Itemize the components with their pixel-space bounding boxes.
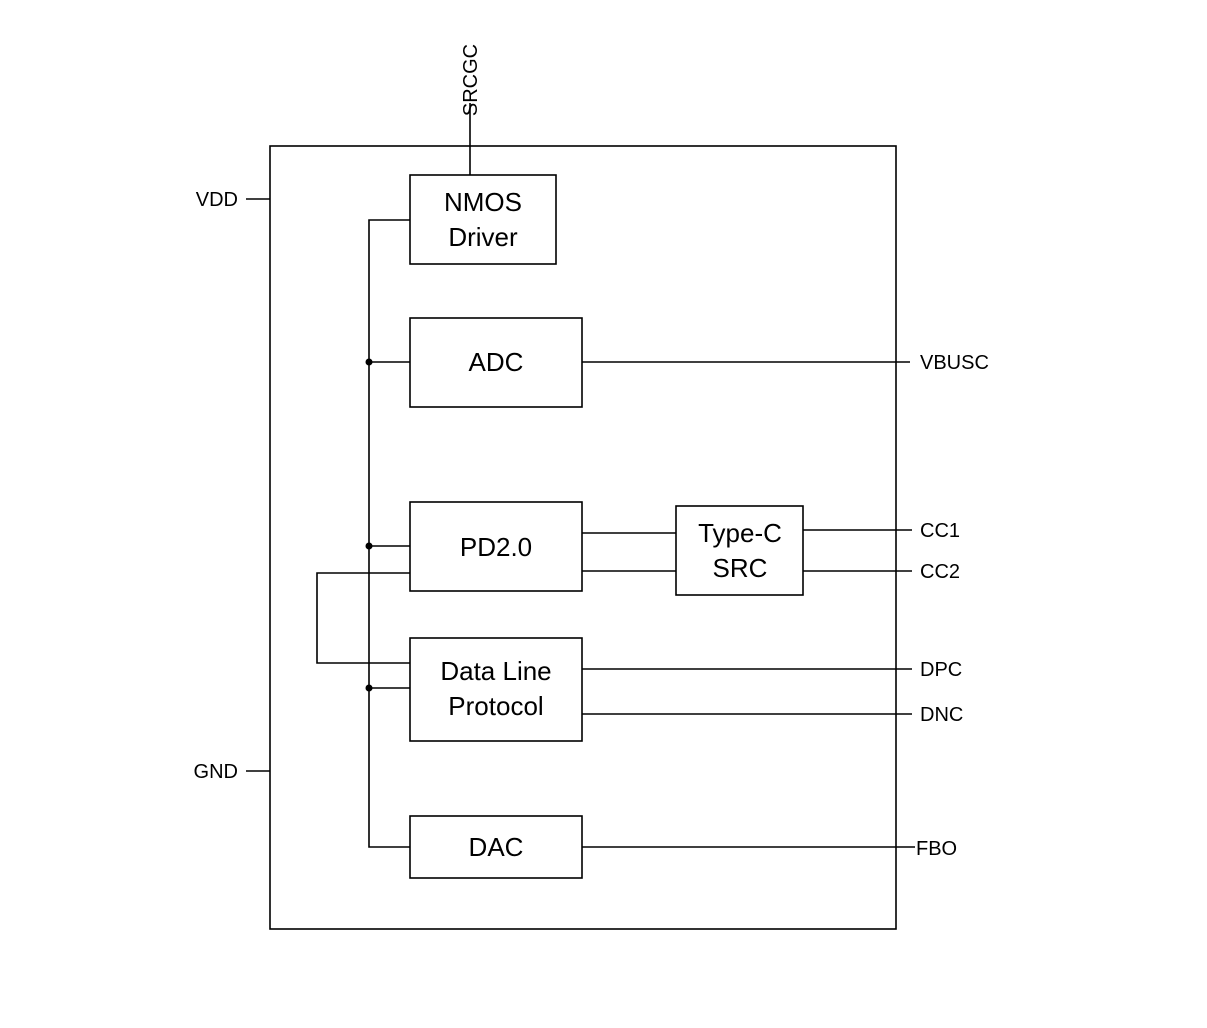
pd20-dataline-link <box>316 572 410 664</box>
pd20-label: PD2.0 <box>460 532 532 562</box>
adc-block: ADC <box>409 317 583 408</box>
typec-src-label-line2: SRC <box>713 553 768 583</box>
vdd-pin-label: VDD <box>196 189 238 211</box>
internal-bus <box>368 219 410 848</box>
junction-dot <box>365 684 373 692</box>
dpc-pin-label: DPC <box>920 659 962 681</box>
data-line-protocol-label-line1: Data Line <box>440 656 551 686</box>
vbusc-pin-label: VBUSC <box>920 352 989 374</box>
dac-block: DAC <box>409 815 583 879</box>
nmos-driver-label-line1: NMOS <box>444 187 522 217</box>
cc1-pin-label: CC1 <box>920 520 960 542</box>
cc2-pin-label: CC2 <box>920 561 960 583</box>
typec-src-block: Type-C SRC <box>675 505 804 596</box>
adc-label: ADC <box>469 347 524 377</box>
dnc-pin-label: DNC <box>920 704 963 726</box>
fbo-pin-label: FBO <box>916 838 957 860</box>
typec-src-label-line1: Type-C <box>698 518 782 548</box>
nmos-driver-label-line2: Driver <box>448 222 518 252</box>
junction-dot <box>365 542 373 550</box>
data-line-protocol-label-line2: Protocol <box>448 691 543 721</box>
pd20-block: PD2.0 <box>409 501 583 592</box>
srcgc-pin-label: SRCGC <box>460 44 482 116</box>
gnd-pin-label: GND <box>194 761 238 783</box>
junction-dot <box>365 358 373 366</box>
nmos-driver-block: NMOS Driver <box>409 174 557 265</box>
data-line-protocol-block: Data Line Protocol <box>409 637 583 742</box>
dac-label: DAC <box>469 832 524 862</box>
